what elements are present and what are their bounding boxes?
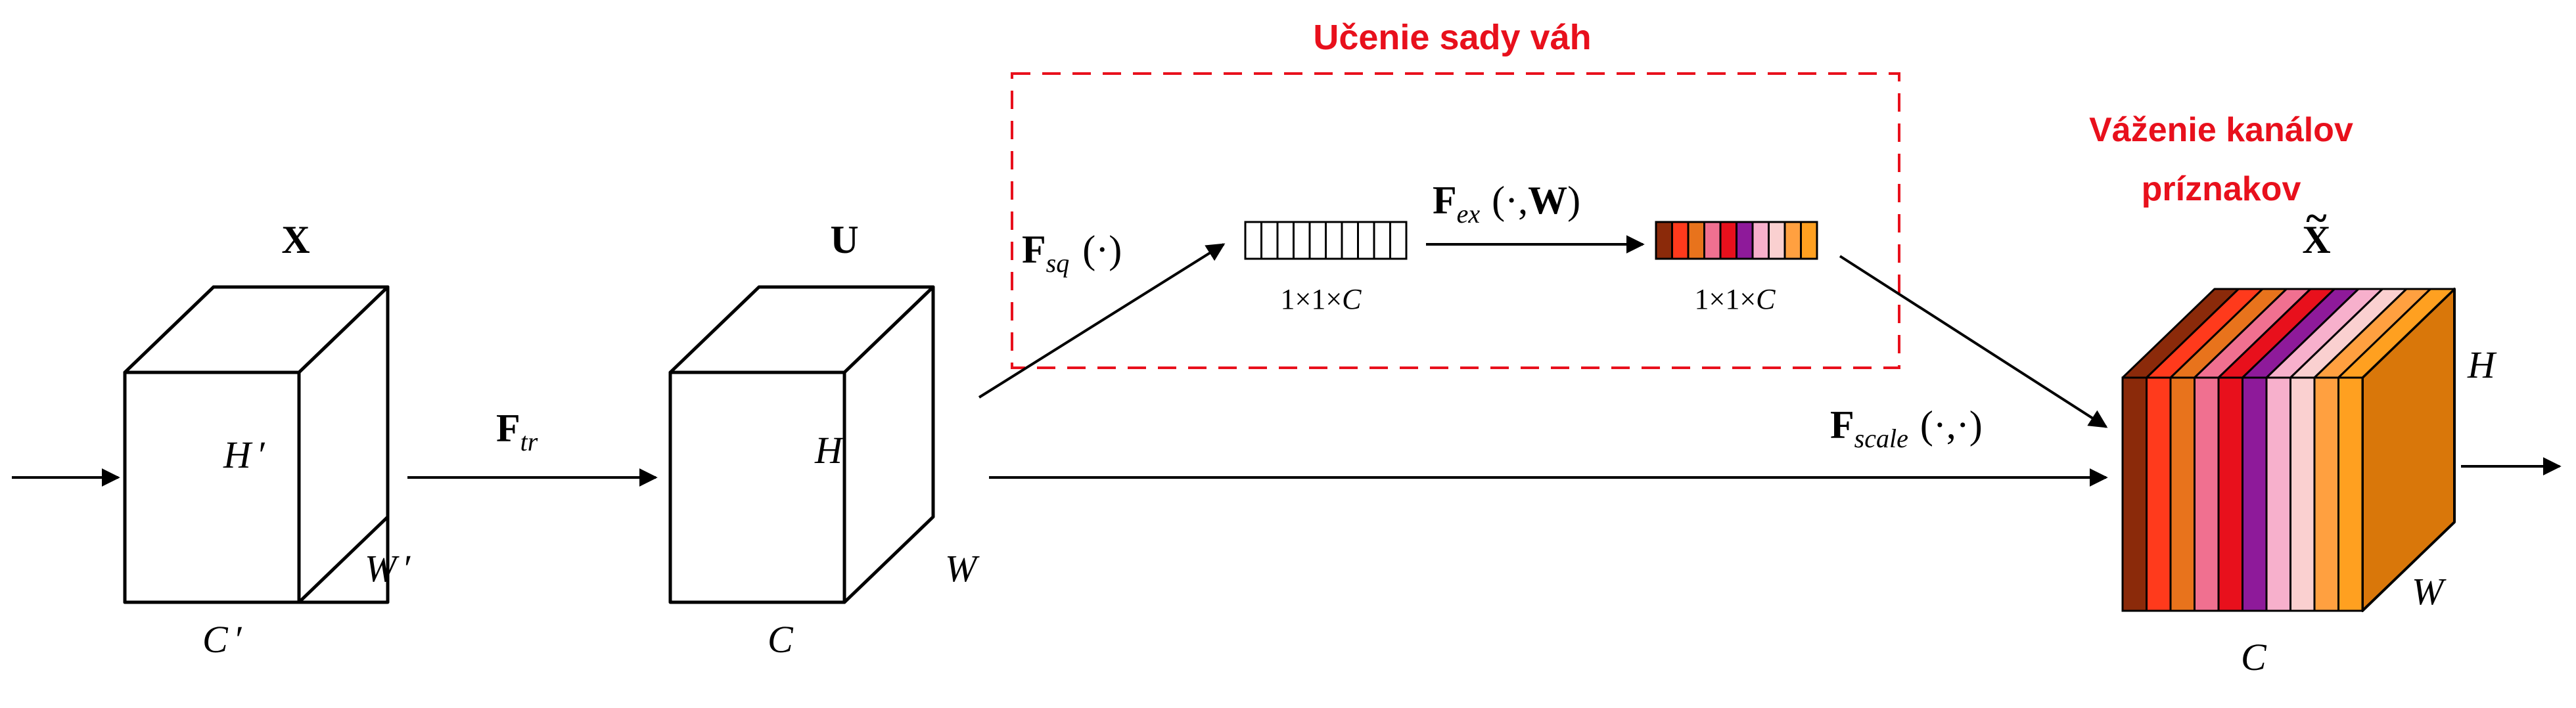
output-front-slice: [2313, 376, 2339, 612]
cube-u-symbol: U: [830, 218, 858, 261]
weight-cell: [1800, 221, 1818, 260]
weight-cell: [1655, 221, 1673, 260]
weight-cell: [1719, 221, 1737, 260]
cube-x-channel-label: C′: [202, 618, 242, 661]
vector-cell: [1244, 221, 1262, 260]
vector-empty-dims-label: 1×1×C: [1281, 283, 1362, 315]
cube-x-height-label: H′: [223, 433, 265, 476]
output-front-slice: [2217, 376, 2243, 612]
cube-x-width-label: W′: [365, 547, 411, 590]
vector-cell: [1308, 221, 1327, 260]
output-cube-height-label: H: [2467, 343, 2497, 386]
cube-x-edges: [123, 285, 390, 604]
vector-cell: [1293, 221, 1311, 260]
output-cube-symbol: X: [2302, 218, 2330, 261]
cube-u: [668, 285, 935, 604]
channel-weights-vector: [1655, 221, 1818, 260]
output-cube-width-label: W: [2412, 570, 2447, 613]
output-front-slice: [2265, 376, 2291, 612]
weight-cell: [1671, 221, 1690, 260]
vector-colored-dims-label: 1×1×C: [1695, 283, 1776, 315]
cube-x-symbol: X: [281, 218, 310, 261]
f-sq-label: Fsq(·): [1022, 228, 1122, 278]
weight-cell: [1783, 221, 1802, 260]
vector-cell: [1341, 221, 1359, 260]
weight-cell: [1703, 221, 1722, 260]
vector-cell: [1325, 221, 1343, 260]
vector-cell: [1276, 221, 1295, 260]
f-scale-label: Fscale(·,·): [1830, 403, 1983, 453]
weights-to-output-arrow: [1839, 255, 2108, 428]
vector-cell: [1357, 221, 1375, 260]
weight-cell: [1736, 221, 1754, 260]
weight-cell: [1751, 221, 1770, 260]
channel-reweight-label-line1: Váženie kanálov: [2089, 111, 2353, 149]
vector-cell: [1389, 221, 1408, 260]
output-front-slice: [2146, 376, 2172, 612]
weights-learning-title: Učenie sady váh: [1313, 18, 1591, 57]
output-front-slice: [2169, 376, 2196, 612]
output-cube: [2121, 288, 2456, 612]
cube-u-height-label: H: [814, 429, 844, 472]
f-ex-label: Fex(·,W): [1433, 179, 1580, 229]
output-front-slice: [2121, 376, 2148, 612]
output-cube-channel-label: C: [2241, 636, 2267, 678]
cube-u-channel-label: C: [768, 618, 794, 661]
weights-learning-box: [1011, 72, 1900, 369]
output-front-slice: [2289, 376, 2316, 612]
vector-cell: [1260, 221, 1279, 260]
weight-cell: [1768, 221, 1786, 260]
vector-cell: [1373, 221, 1391, 260]
output-cube-tilde: ~: [2306, 196, 2326, 240]
cube-u-width-label: W: [945, 547, 980, 590]
weight-cell: [1687, 221, 1705, 260]
output-front-slice: [2194, 376, 2220, 612]
output-front-slice: [2242, 376, 2268, 612]
f-tr-label: Ftr: [496, 407, 538, 456]
output-front-slice: [2337, 376, 2364, 612]
f-sq-arrow: [978, 243, 1226, 399]
channel-reweight-label-line2: príznakov: [2142, 170, 2301, 208]
channel-descriptor-vector: [1244, 221, 1408, 260]
